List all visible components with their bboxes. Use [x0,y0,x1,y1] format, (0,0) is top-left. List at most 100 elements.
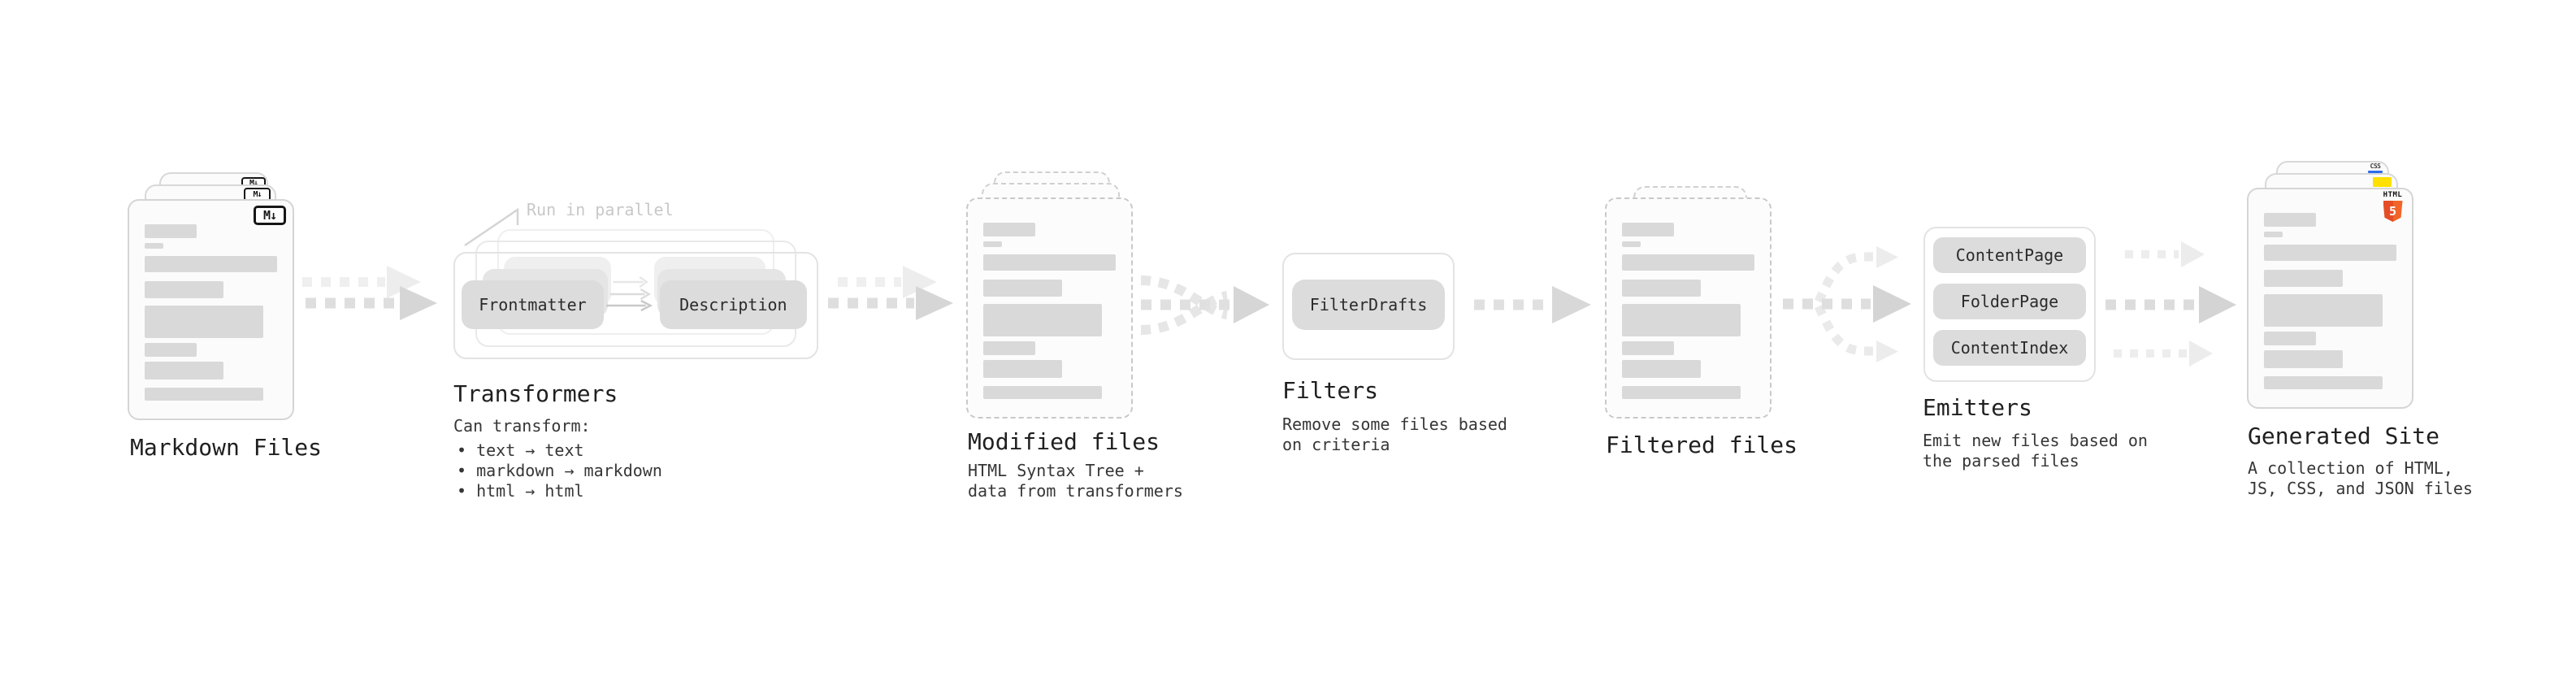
html5-label: HTML [2383,191,2403,199]
text-bar [983,341,1035,355]
desc-line: Remove some files based [1282,414,1507,434]
text-bar [983,241,1002,247]
bullet-item: • html → html [457,481,584,501]
generated-site-label: Generated Site [2248,423,2440,449]
generated-site-desc: A collection of HTML, JS, CSS, and JSON … [2248,458,2473,499]
text-bar [145,362,223,380]
text-bar [2264,376,2383,389]
html5-icon: HTML 5 [2383,192,2403,222]
text-bar [145,343,197,357]
arrow-emitters-to-generated [2105,241,2236,367]
desc-line: the parsed files [1923,451,2079,471]
text-bar [983,360,1062,378]
text-bar [1622,280,1701,297]
markdown-files-label: Markdown Files [130,434,323,461]
desc-line: HTML Syntax Tree + [968,461,1144,480]
fan-curve-bottom [1815,304,1874,356]
transformers-bullet-list: • text → text • markdown → markdown • ht… [457,440,662,501]
text-bar [1622,386,1741,399]
file-card-front [2247,188,2413,409]
pill-arrow-icon [605,299,653,312]
filter-pill-filterdrafts: FilterDrafts [1292,280,1445,330]
text-bar [145,281,223,298]
text-bar [145,256,277,272]
arrow-head-icon [2189,340,2213,367]
run-in-parallel-note: Run in parallel [527,200,674,219]
desc-line: A collection of HTML, [2248,458,2453,478]
emitters-box [1923,227,2096,382]
desc-line: on criteria [1282,435,1390,454]
text-bar [2264,350,2343,368]
text-bar [145,243,163,249]
arrow-head-icon [1873,285,1911,323]
emitter-pill-contentindex: ContentIndex [1933,330,2086,366]
arrow-markdown-to-transformers [302,266,437,320]
text-bar [1622,304,1741,336]
text-bar [145,224,197,238]
filtered-files-label: Filtered files [1606,432,1798,458]
emitters-desc: Emit new files based on the parsed files [1923,431,2148,471]
bullet-item: • text → text [457,440,584,460]
html5-shield: 5 [2383,201,2403,222]
note-leader-line [464,207,519,247]
pill-arrow-icon [613,275,649,288]
arrow-head-icon [1552,286,1591,323]
arrow-head-icon [2181,241,2205,267]
text-bar [2264,213,2316,227]
markdown-icon: M↓ [254,206,286,225]
text-bar [983,304,1102,336]
transformers-desc-title: Can transform: [453,416,591,436]
emitters-label: Emitters [1923,394,2032,421]
file-card-front [966,197,1133,419]
filters-label: Filters [1282,377,1379,404]
arrow-filters-to-filtered [1474,286,1591,323]
file-card-front [128,199,294,420]
transformer-layer-front: Frontmatter Description [453,252,818,359]
text-bar [145,388,263,401]
text-bar [2264,245,2396,261]
ghost-arrow-icon [838,266,937,298]
text-bar [983,254,1116,271]
text-bar [2264,332,2316,345]
arrow-head-icon [1234,286,1269,323]
bullet-item: • markdown → markdown [457,461,662,480]
text-bar [1622,341,1674,355]
fan-curve-top [1815,252,1874,304]
text-bar [983,223,1035,236]
js-file-icon [2373,177,2392,187]
transformers-label: Transformers [453,380,618,407]
arrow-icon [828,286,953,320]
emitter-pill-folderpage: FolderPage [1933,284,2086,319]
css-badge-label: CSS [2370,163,2381,170]
arrow-icon [306,286,437,320]
filters-desc: Remove some files based on criteria [1282,414,1507,455]
text-bar [1622,223,1674,236]
css-badge-underline [2368,171,2383,173]
modified-files-label: Modified files [968,428,1160,455]
filters-box [1282,253,1455,360]
modified-files-desc: HTML Syntax Tree + data from transformer… [968,461,1183,501]
css-file-icon: CSS [2367,163,2383,173]
file-card-front [1605,197,1772,419]
transformer-pill-description: Description [660,280,807,330]
text-bar [1622,254,1754,271]
arrow-modified-to-filters [1140,275,1269,335]
text-bar [1622,360,1701,378]
desc-line: Emit new files based on [1923,431,2148,450]
text-bar [983,386,1102,399]
transformer-pill-frontmatter: Frontmatter [461,280,604,330]
transformer-box [453,252,818,359]
text-bar [145,306,263,338]
arrow-head-icon [2199,286,2236,323]
text-bar [983,280,1062,297]
desc-line: data from transformers [968,481,1183,501]
arrow-head-icon [1876,246,1898,268]
pill-arrow-icon [609,288,651,300]
ghost-arrow-icon [302,266,421,298]
text-bar [2264,294,2383,327]
emitter-pill-contentpage: ContentPage [1933,237,2086,273]
arrow-head-icon [1876,340,1898,362]
text-bar [2264,232,2283,237]
arrow-filtered-to-emitters [1783,246,1911,362]
